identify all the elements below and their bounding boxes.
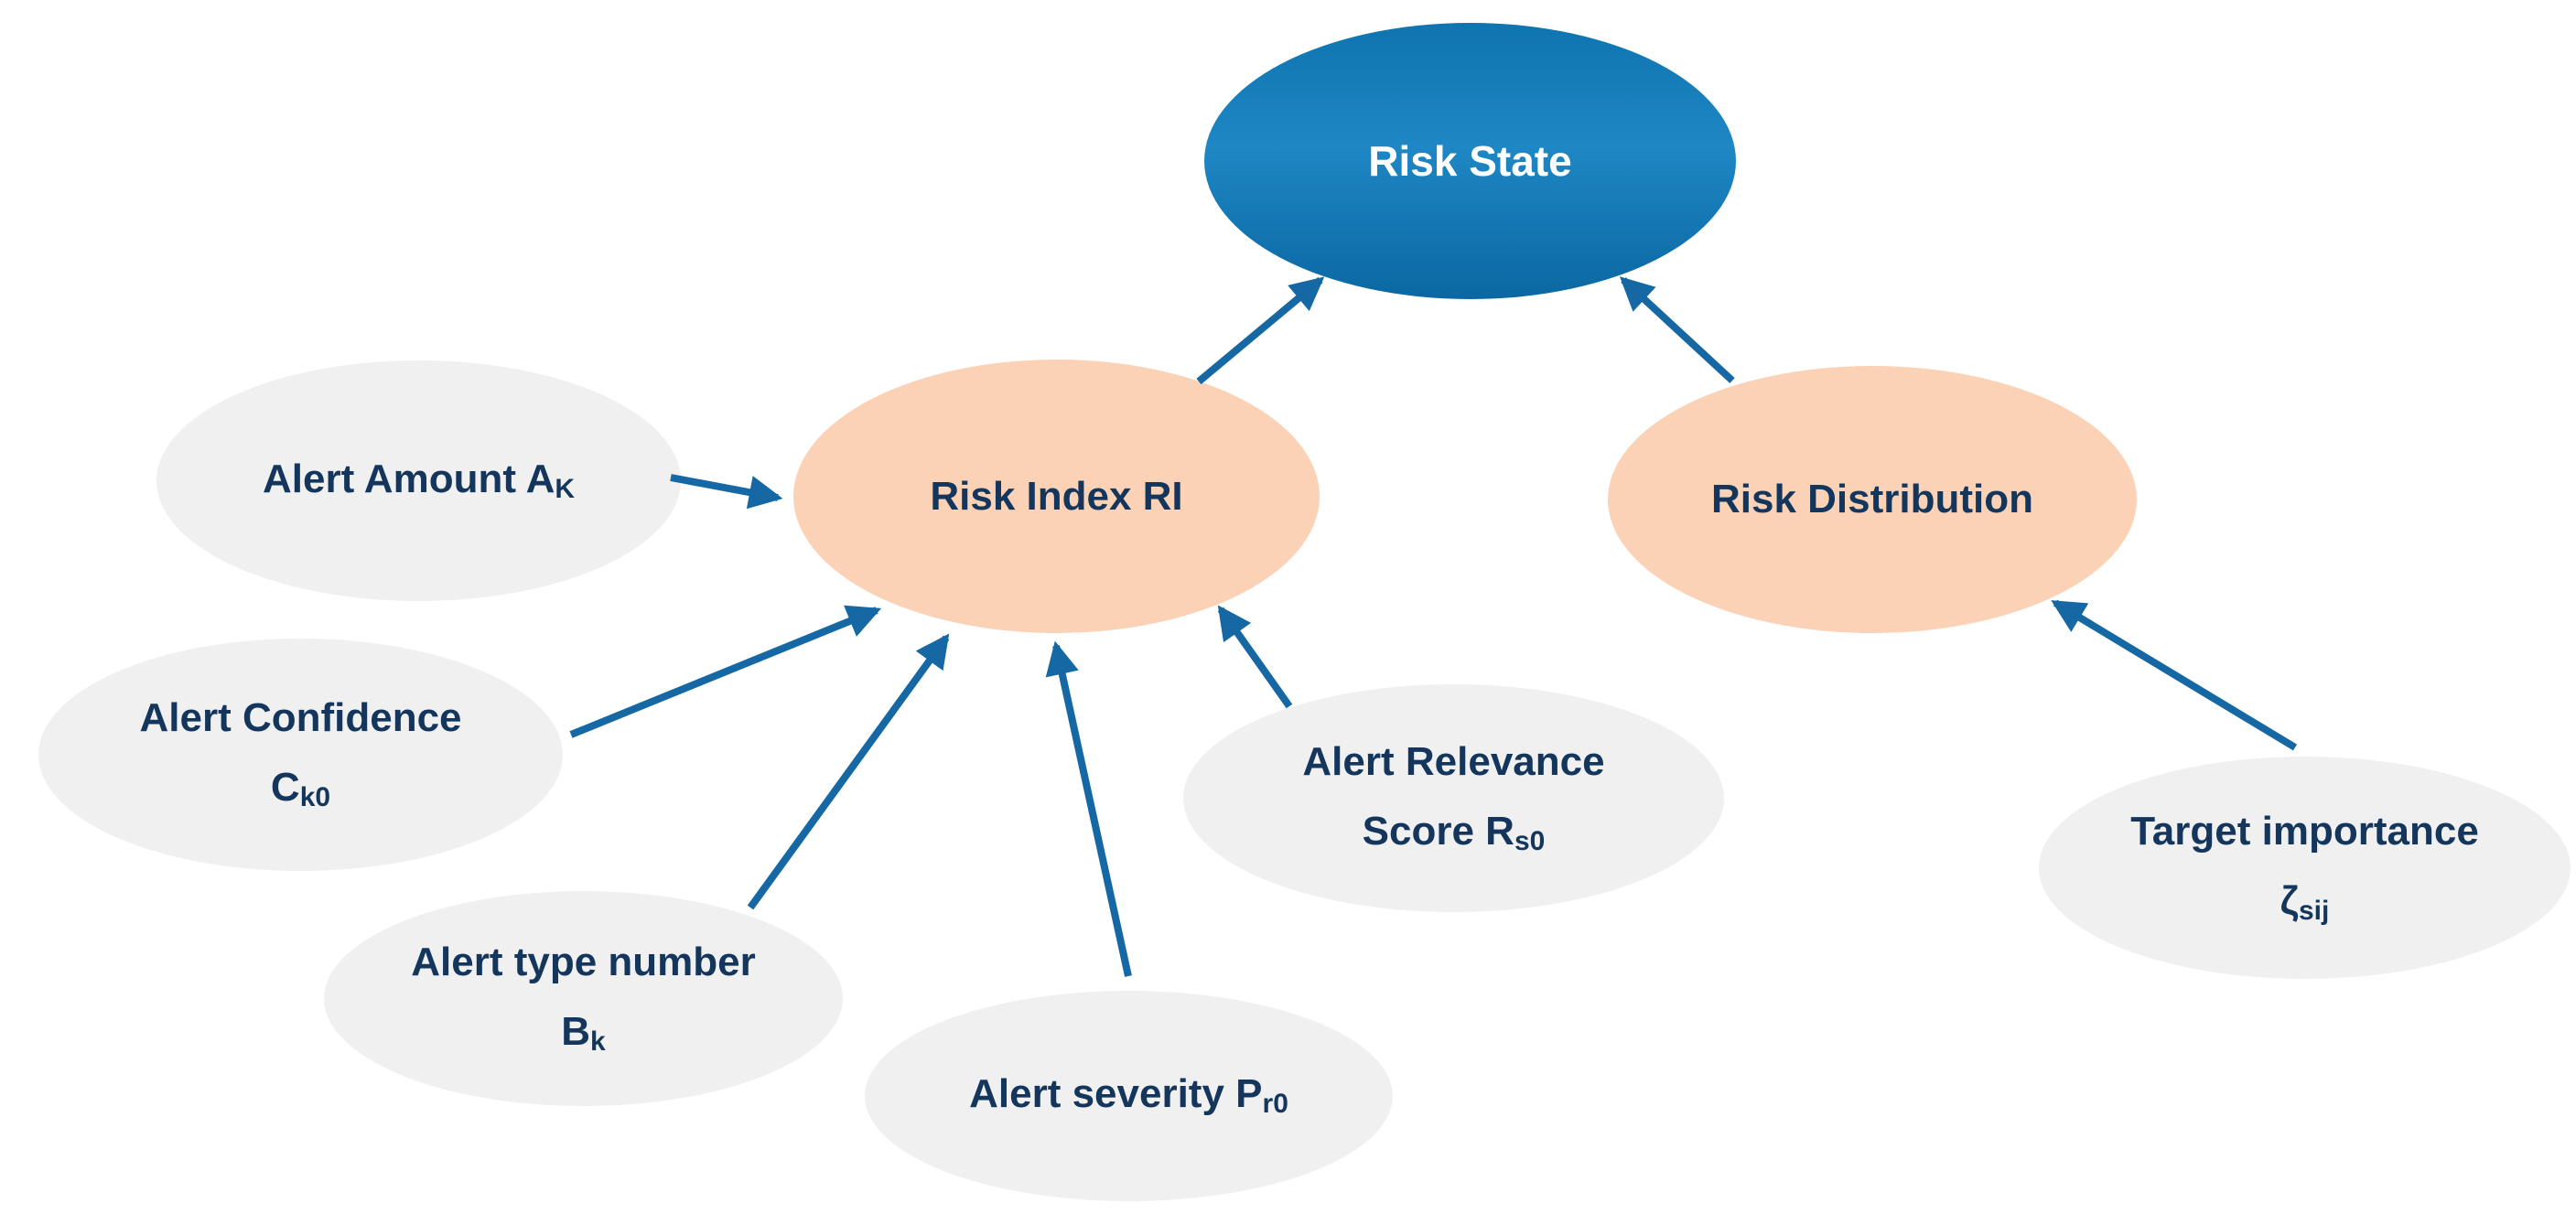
edge-alert-relevance-score-to-risk-index [1217, 605, 1293, 709]
node-alert-amount-label: Alert Amount AK [262, 456, 576, 504]
node-alert-severity-label: Alert severity Pr0 [969, 1071, 1288, 1119]
node-alert-type-number: Alert type number Bk [324, 891, 843, 1106]
edge-risk-index-to-risk-state [1196, 276, 1325, 385]
edge-alert-severity-to-risk-index [1045, 640, 1132, 977]
node-alert-severity: Alert severity Pr0 [865, 991, 1393, 1201]
node-alert-confidence: Alert Confidence Ck0 [38, 639, 563, 871]
node-alert-confidence-label-line2: Ck0 [270, 765, 331, 812]
node-alert-type-number-label-line2: Bk [561, 1008, 606, 1057]
node-risk-state-label: Risk State [1368, 137, 1572, 185]
edge-target-importance-to-risk-distribution [2051, 599, 2298, 751]
node-alert-relevance-score-label-line2: Score Rs0 [1362, 808, 1546, 856]
edge-alert-confidence-to-risk-index [569, 605, 882, 738]
node-risk-index: Risk Index RI [793, 360, 1320, 633]
node-target-importance: Target importance ζsij [2039, 757, 2571, 979]
node-alert-amount: Alert Amount AK [156, 360, 681, 601]
node-alert-type-number-label-line1: Alert type number [411, 939, 756, 984]
subscript: sij [2298, 895, 2330, 926]
subscript: s0 [1514, 825, 1546, 856]
node-risk-distribution-label: Risk Distribution [1710, 477, 2034, 521]
node-alert-confidence-label-line1: Alert Confidence [139, 695, 462, 740]
node-risk-state: Risk State [1204, 23, 1736, 299]
subscript: r0 [1262, 1089, 1288, 1119]
subscript: k0 [299, 782, 331, 812]
node-risk-distribution: Risk Distribution [1608, 366, 2137, 633]
edge-risk-distribution-to-risk-state [1619, 276, 1735, 383]
node-risk-index-label: Risk Index RI [930, 473, 1183, 519]
node-target-importance-label-line1: Target importance [2130, 808, 2479, 854]
node-alert-relevance-score: Alert Relevance Score Rs0 [1183, 684, 1724, 912]
edge-alert-amount-to-risk-index [670, 474, 783, 510]
node-alert-relevance-score-label-line1: Alert Relevance [1302, 738, 1605, 784]
subscript: k [590, 1026, 606, 1057]
subscript: K [555, 473, 576, 504]
edge-alert-type-number-to-risk-index [747, 633, 950, 910]
node-target-importance-label-line2: ζsij [2280, 877, 2330, 926]
